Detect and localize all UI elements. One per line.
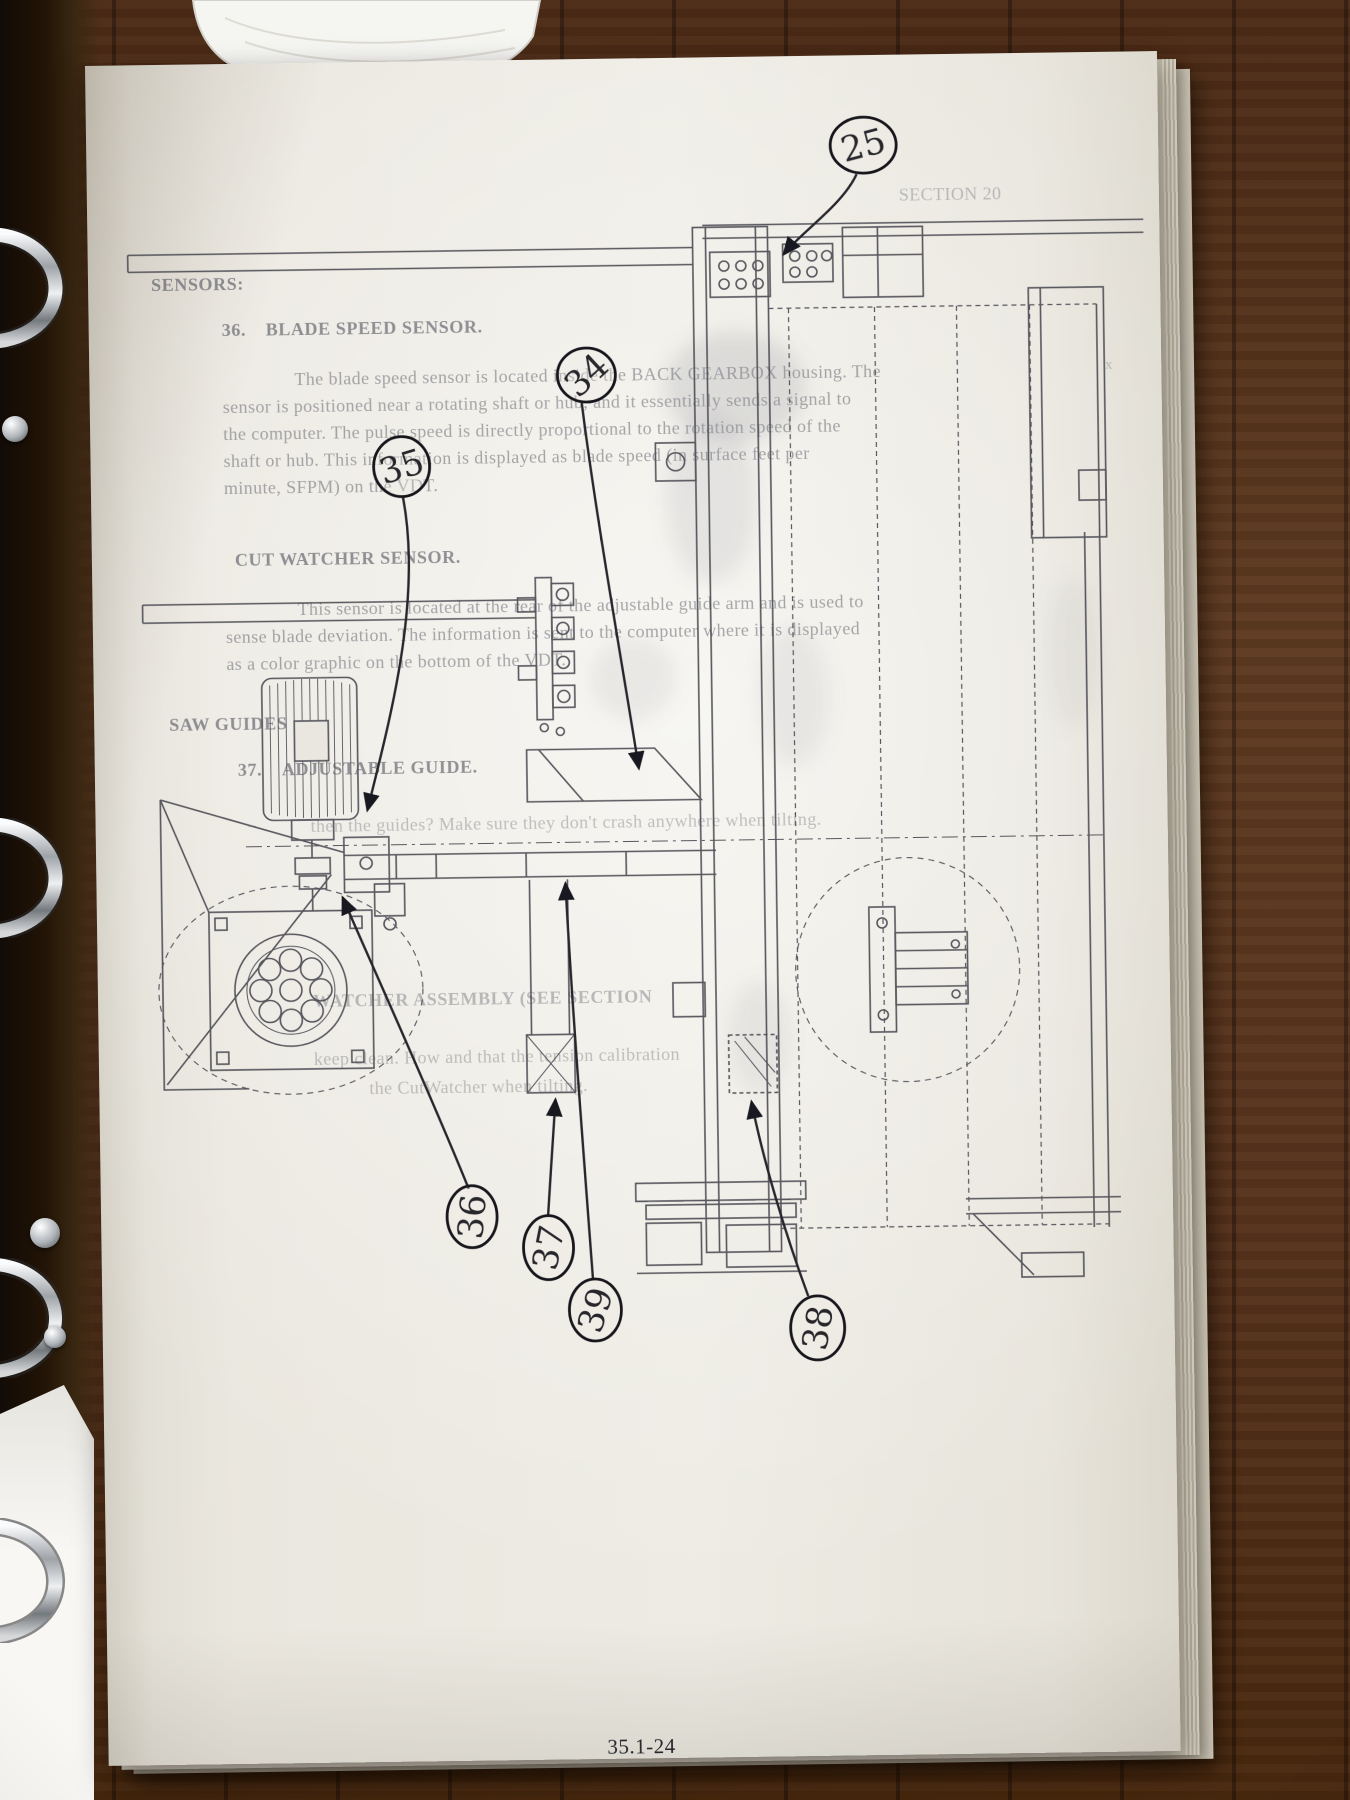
page-number: 35.1-24 — [607, 1733, 676, 1759]
saw-machine-diagram — [126, 218, 1144, 1278]
wheel-plate — [158, 885, 424, 1095]
binder-ring-bottom — [0, 1518, 65, 1643]
binder-screw — [30, 1218, 60, 1248]
callout-37-label: 37 — [526, 1222, 574, 1273]
binder-screw — [2, 416, 28, 442]
callout-circle-36 — [445, 1184, 499, 1250]
callout-circle-38 — [789, 1294, 847, 1362]
machine-base — [634, 1180, 1122, 1278]
blade-speed-sensor — [654, 441, 697, 482]
motor — [260, 676, 360, 911]
binder-ring-middle — [0, 818, 65, 938]
callout-circle-35 — [372, 435, 432, 499]
leader-38 — [746, 1099, 810, 1297]
binder-screw — [44, 1326, 66, 1348]
guide-arm — [342, 836, 717, 931]
saw-column — [691, 225, 783, 1254]
leader-37 — [545, 1097, 563, 1216]
leader-34 — [580, 402, 645, 771]
leader-35 — [363, 497, 411, 813]
binder-ring-lower — [0, 1258, 65, 1378]
leader-36 — [341, 895, 470, 1190]
callout-36-label: 36 — [451, 1193, 495, 1241]
tension-sensor-assembly — [708, 225, 925, 299]
handwritten-callouts: 25 34 35 36 37 39 38 — [341, 115, 898, 1362]
cut-watcher-sensor-stack — [516, 576, 576, 737]
callout-38-label: 38 — [795, 1303, 842, 1353]
manual-page: SECTION 20 SENSORS: 36. BLADE SPEED SENS… — [85, 51, 1181, 1766]
binder-ring-top — [0, 228, 65, 348]
callout-circle-34 — [555, 346, 617, 404]
callout-circle-25 — [828, 115, 898, 175]
leader-25 — [782, 173, 858, 257]
leader-39 — [557, 880, 595, 1280]
callout-circle-37 — [522, 1214, 575, 1282]
right-bracket — [795, 857, 1021, 1083]
callout-circle-39 — [568, 1277, 623, 1343]
